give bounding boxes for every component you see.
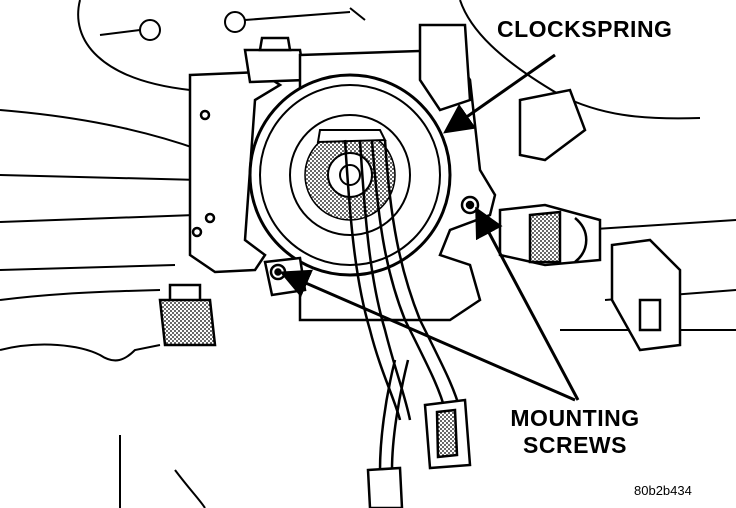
mounting-label-line1: MOUNTING xyxy=(510,405,640,431)
mounting-label-line2: SCREWS xyxy=(523,432,627,459)
clockspring-leader xyxy=(443,53,556,134)
leader-lines xyxy=(279,53,580,402)
mounting-screws-label: MOUNTING SCREWS xyxy=(505,405,645,459)
clockspring-disc xyxy=(248,73,452,277)
mounting-leader-left xyxy=(279,269,576,402)
harness-connectors xyxy=(366,398,472,508)
mounting-leader-right xyxy=(475,206,580,401)
mounting-screw-left xyxy=(263,256,307,297)
wire-harness xyxy=(343,139,462,471)
clockspring-label: CLOCKSPRING xyxy=(497,16,673,42)
figure-id: 80b2b434 xyxy=(634,483,692,498)
dashboard-knobs xyxy=(99,7,366,41)
top-connector xyxy=(243,36,307,84)
